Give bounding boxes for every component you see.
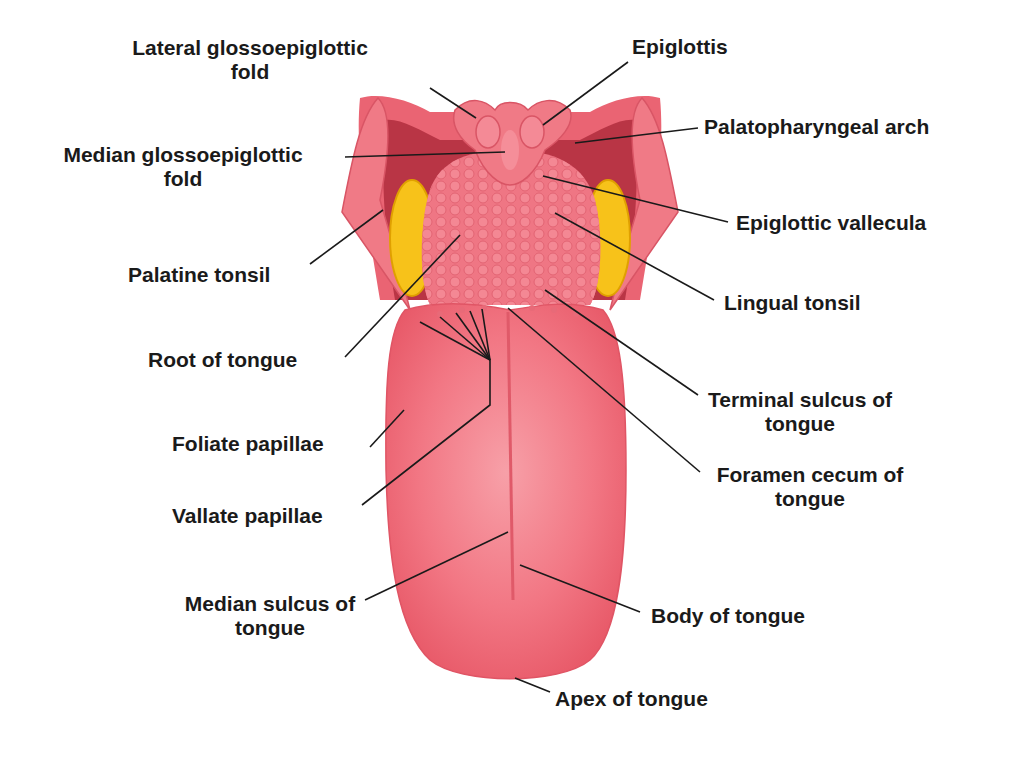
part-label: Median sulcus of tongue — [175, 592, 365, 640]
part-label: Apex of tongue — [555, 687, 708, 711]
part-label: Palatine tonsil — [128, 263, 270, 287]
part-label: Foliate papillae — [172, 432, 324, 456]
part-label: Epiglottic vallecula — [736, 211, 926, 235]
part-label: Foramen cecum of tongue — [705, 463, 915, 511]
part-label: Vallate papillae — [172, 504, 323, 528]
part-label: Epiglottis — [632, 35, 728, 59]
part-label: Lingual tonsil — [724, 291, 861, 315]
part-label: Body of tongue — [651, 604, 805, 628]
fold-label: Median glossoepiglottic fold — [52, 143, 314, 191]
fold-label: Lateral glossoepiglottic fold — [120, 36, 380, 84]
part-label: Root of tongue — [148, 348, 297, 372]
part-label: Palatopharyngeal arch — [704, 115, 929, 139]
part-label: Terminal sulcus of tongue — [700, 388, 900, 436]
